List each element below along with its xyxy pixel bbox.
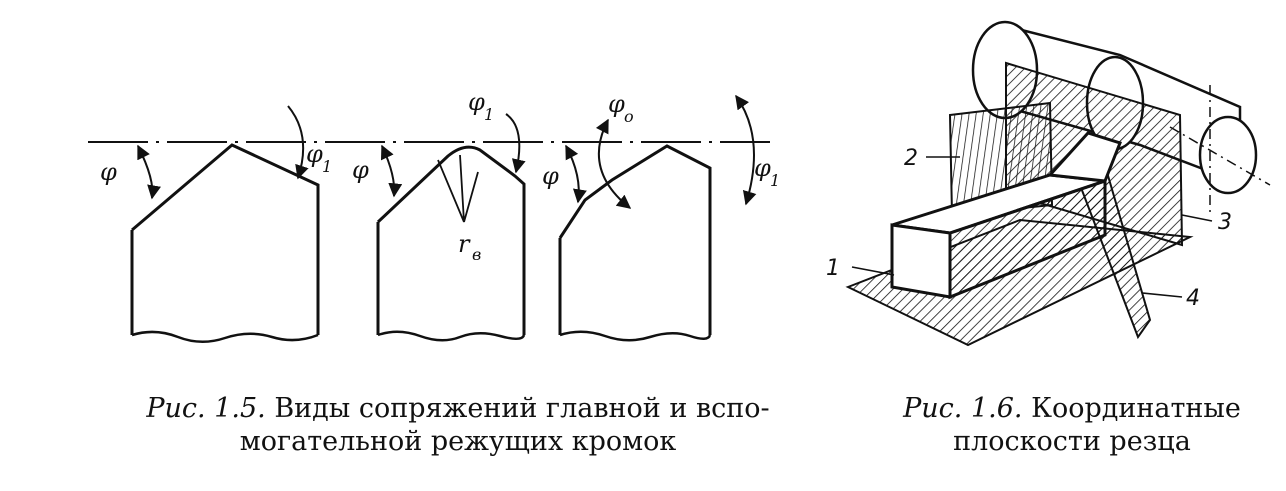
profile-c-transition-angle-label: φ [608, 90, 625, 118]
profile-c-transition-extension [599, 151, 657, 189]
plane-label-4: 4 [1186, 286, 1200, 311]
leader-4 [1141, 292, 1183, 298]
plane-label-2: 2 [904, 146, 918, 171]
profile-a-main-angle-label: φ [100, 158, 117, 186]
profile-a-aux-angle-label: φ [306, 140, 323, 168]
profile-b-radius-label: r [458, 230, 471, 258]
profile-b-aux-angle-subscript: 1 [484, 105, 494, 124]
leader-3 [1181, 214, 1213, 222]
tool-cutting-head [1046, 131, 1122, 183]
profile-b-radius-lines [437, 154, 479, 223]
profile-c-transition-angle-subscript: о [624, 107, 634, 126]
profile-c-aux-angle-label: φ [754, 154, 771, 182]
figure-1-5-caption: Рис. 1.5. Виды сопряжений главной и вспо… [88, 392, 828, 458]
profile-b-outline [376, 145, 526, 335]
profile-c: φ φ о φ 1 [542, 90, 780, 342]
figure-1-6-caption: Рис. 1.6. Координатные плоскости резца [872, 392, 1272, 458]
profile-c-main-angle-label: φ [542, 162, 559, 190]
profile-a-outline [130, 143, 320, 335]
profile-b-aux-angle-arc [505, 113, 526, 174]
profile-c-aux-angle-subscript: 1 [770, 171, 780, 190]
tool-shank [890, 131, 1122, 300]
profile-a: φ φ 1 [100, 105, 332, 343]
plane-label-1: 1 [826, 256, 840, 281]
profile-c-outline [558, 144, 712, 335]
figure-1-5-diagram: φ φ 1 φ φ 1 r в φ φ о φ 1 [88, 88, 780, 343]
profile-b-aux-angle-label: φ [468, 88, 485, 116]
figure-1-6-caption-line1: Координатные [1031, 393, 1241, 424]
plane-label-3: 3 [1218, 210, 1232, 235]
profile-b-radius-subscript: в [472, 245, 481, 264]
figure-1-5-caption-prefix: Рис. 1.5. [146, 393, 266, 424]
leader-1 [851, 266, 895, 276]
profile-c-main-angle-arc [565, 144, 587, 204]
figure-1-6-diagram: 1 2 3 4 [826, 20, 1271, 347]
profile-a-aux-angle-subscript: 1 [322, 157, 332, 176]
figure-1-6-caption-line2: плоскости резца [953, 426, 1191, 457]
profile-a-main-angle-arc [137, 144, 161, 200]
profile-c-bottom-break [559, 330, 712, 342]
figure-1-5-caption-line2: могательной режущих кромок [239, 426, 677, 457]
profile-a-bottom-break [131, 330, 319, 343]
profile-b-main-angle-label: φ [352, 156, 369, 184]
figure-1-6-caption-prefix: Рис. 1.6. [903, 393, 1023, 424]
profile-a-aux-angle-arc [287, 105, 309, 180]
profile-b-bottom-break [377, 330, 526, 342]
profile-c-transition-angle-arc [595, 118, 632, 209]
profile-c-aux-angle-arc [735, 94, 757, 206]
profile-b: φ φ 1 r в [352, 88, 526, 342]
figure-1-5-caption-line1: Виды сопряжений главной и вспо- [274, 393, 770, 424]
profile-b-main-angle-arc [380, 144, 403, 198]
